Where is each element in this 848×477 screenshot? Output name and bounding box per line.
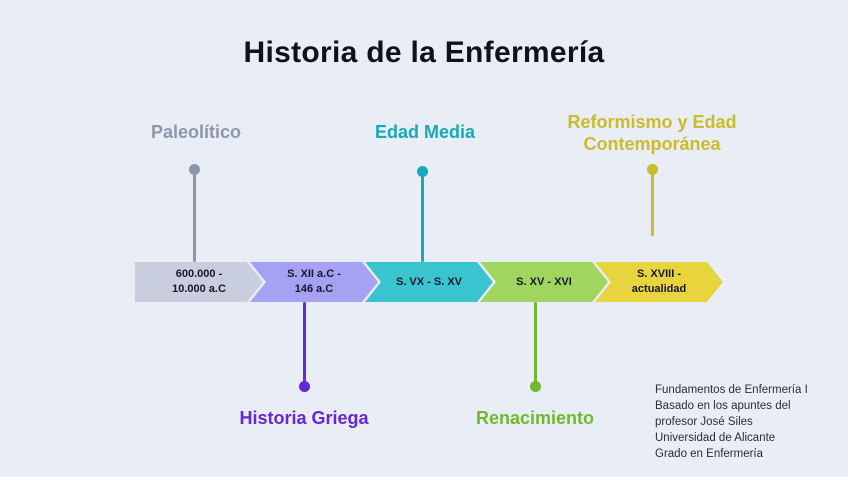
era-label-edad-media: Edad Media bbox=[374, 122, 476, 142]
era-label-paleolitico: Paleolítico bbox=[150, 122, 242, 142]
connector-line-historia-griega bbox=[303, 302, 306, 386]
connector-line-edad-media bbox=[421, 174, 424, 262]
connector-dot-paleolitico bbox=[189, 164, 200, 175]
timeline-segment-label: S. VX - S. XV bbox=[395, 275, 463, 288]
timeline-segment-grecia: S. XII a.C - 146 a.C bbox=[250, 262, 378, 302]
era-label-historia-griega: Historia Griega bbox=[239, 408, 369, 428]
timeline-segment-renacimiento: S. XV - XVI bbox=[480, 262, 608, 302]
timeline-segment-contemporanea: S. XVIII - actualidad bbox=[595, 262, 723, 302]
connector-dot-renacimiento bbox=[530, 381, 541, 392]
connector-dot-edad-media bbox=[417, 166, 428, 177]
connector-line-reformismo bbox=[651, 172, 654, 236]
era-label-renacimiento: Renacimiento bbox=[475, 408, 595, 428]
page-title: Historia de la Enfermería bbox=[243, 36, 605, 69]
connector-dot-historia-griega bbox=[299, 381, 310, 392]
timeline-segment-label: S. XV - XVI bbox=[516, 275, 572, 288]
connector-line-paleolitico bbox=[193, 172, 196, 262]
timeline-segment-label: S. XII a.C - 146 a.C bbox=[287, 268, 341, 295]
timeline-segment-prehistoria: 600.000 - 10.000 a.C bbox=[135, 262, 263, 302]
attribution-text: Fundamentos de Enfermería I Basado en lo… bbox=[655, 384, 808, 461]
timeline-segment-label: S. XVIII - actualidad bbox=[631, 268, 687, 295]
era-label-reformismo: Reformismo y Edad Contemporánea bbox=[567, 112, 737, 154]
connector-dot-reformismo bbox=[647, 164, 658, 175]
timeline-segment-label: 600.000 - 10.000 a.C bbox=[172, 268, 226, 295]
connector-line-renacimiento bbox=[534, 302, 537, 386]
timeline-segment-edad-media: S. VX - S. XV bbox=[365, 262, 493, 302]
